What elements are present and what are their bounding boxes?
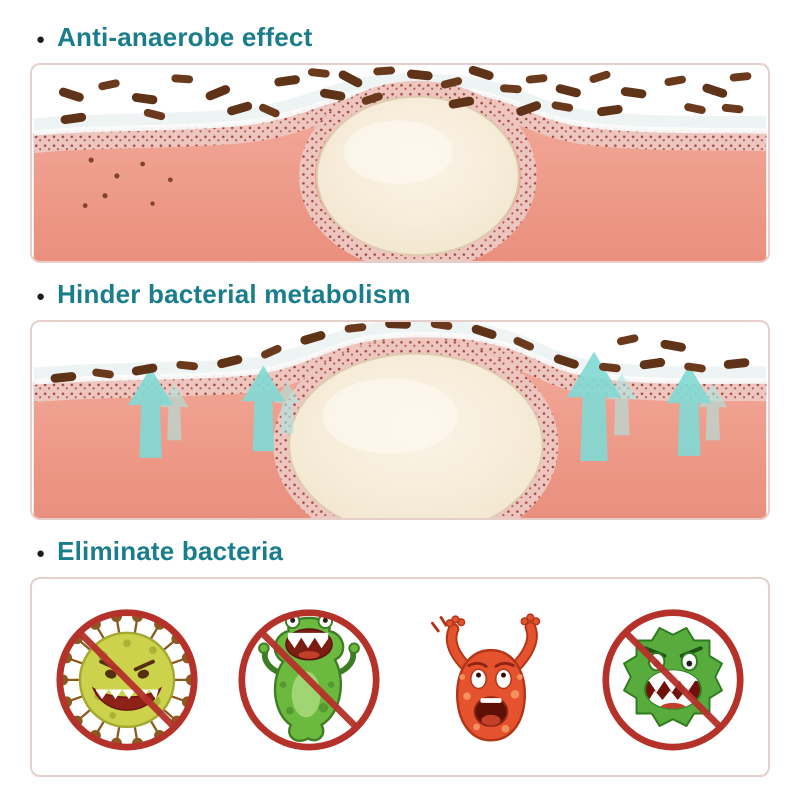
section-title-hinder-metabolism: Hinder bacterial metabolism bbox=[57, 279, 411, 309]
section-heading-eliminate-bacteria: ● Eliminate bacteria bbox=[36, 536, 770, 567]
germ-body bbox=[431, 613, 541, 742]
germ-green-worm bbox=[238, 609, 380, 751]
tissue-illustration-arrows bbox=[32, 322, 767, 518]
section-title-anti-anaerobe: Anti-anaerobe effect bbox=[57, 22, 313, 52]
prohibition-circle-icon bbox=[56, 609, 198, 751]
prohibition-circle-icon bbox=[238, 609, 380, 751]
bullet-icon: ● bbox=[36, 288, 46, 305]
panel-hinder-metabolism bbox=[30, 320, 770, 520]
bullet-icon: ● bbox=[36, 545, 46, 562]
prohibition-slash-icon bbox=[76, 629, 178, 731]
face bbox=[467, 661, 515, 727]
prohibition-slash-icon bbox=[258, 629, 360, 731]
abscess bbox=[273, 337, 559, 518]
panel-eliminate-bacteria bbox=[30, 577, 770, 777]
germ-green-toothy bbox=[602, 609, 744, 751]
prohibition-circle-icon bbox=[602, 609, 744, 751]
surface-haze bbox=[33, 73, 767, 131]
motion-lines-icon bbox=[431, 616, 448, 633]
spots bbox=[279, 681, 335, 715]
section-heading-hinder-metabolism: ● Hinder bacterial metabolism bbox=[36, 279, 770, 310]
section-title-eliminate-bacteria: Eliminate bacteria bbox=[57, 536, 284, 566]
germ-red-panicking bbox=[431, 613, 541, 742]
prohibition-slash-icon bbox=[622, 629, 724, 731]
panel-anti-anaerobe bbox=[30, 63, 770, 263]
hands bbox=[445, 613, 541, 628]
germ-spiky-yellow bbox=[56, 609, 198, 751]
spots bbox=[459, 674, 523, 733]
bullet-icon: ● bbox=[36, 31, 46, 48]
tissue-illustration-bacteria bbox=[32, 65, 767, 261]
cilia bbox=[57, 610, 197, 749]
section-heading-anti-anaerobe: ● Anti-anaerobe effect bbox=[36, 22, 770, 53]
tissue-dots bbox=[82, 157, 173, 208]
abscess bbox=[299, 80, 537, 261]
